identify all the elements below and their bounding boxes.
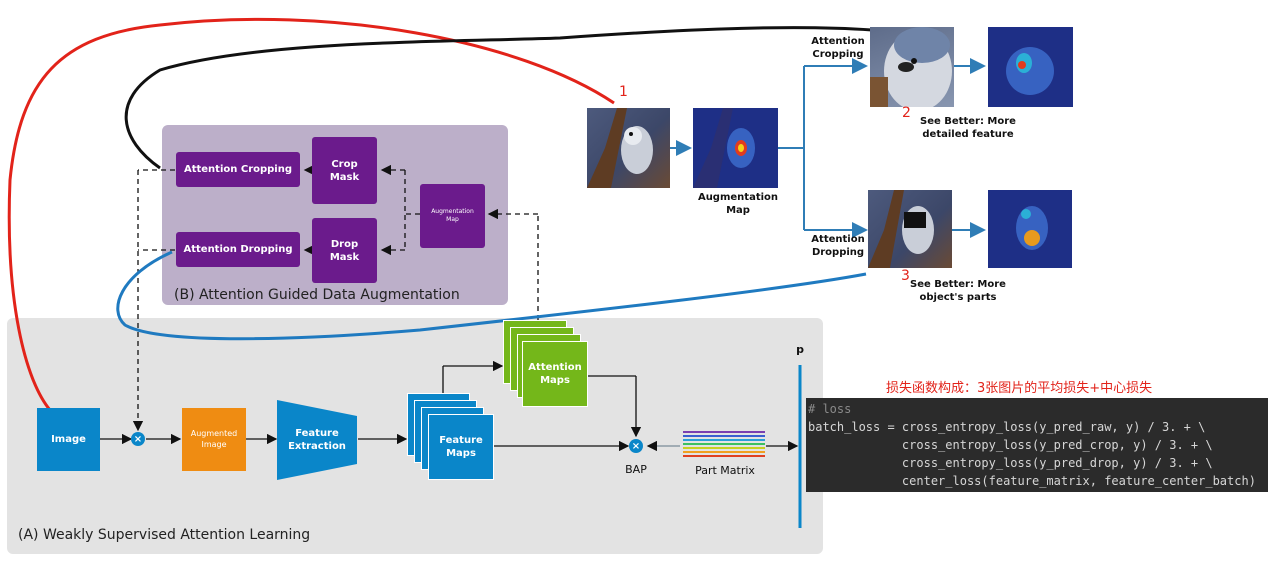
part-matrix-stripe <box>683 451 765 453</box>
bird-photo-1 <box>587 108 670 188</box>
augmentation-map-box: Augmentation Map <box>420 184 485 248</box>
code-line: cross_entropy_loss(y_pred_drop, y) / 3. … <box>808 456 1213 470</box>
see-better-detailed-label: See Better: More detailed feature <box>920 116 1016 140</box>
code-line: # loss <box>808 402 852 416</box>
attention-dropping-box: Attention Dropping <box>176 232 300 267</box>
marker-3: 3 <box>901 268 910 284</box>
attention-dropping-label: Attention Dropping <box>811 234 865 258</box>
p-label: p <box>796 343 804 356</box>
image-box: Image <box>37 408 100 471</box>
augmented-image-box: Augmented Image <box>182 408 246 471</box>
feature-maps-box: Feature Maps <box>428 414 494 480</box>
feature-extraction-shape <box>277 400 357 480</box>
part-matrix <box>683 431 765 461</box>
code-line: cross_entropy_loss(y_pred_crop, y) / 3. … <box>808 438 1213 452</box>
part-matrix-stripe <box>683 439 765 441</box>
attention-cropping-box: Attention Cropping <box>176 152 300 187</box>
code-line: batch_loss = cross_entropy_loss(y_pred_r… <box>808 420 1206 434</box>
multiply-node: × <box>131 432 145 446</box>
dropped-bird-photo <box>868 190 952 268</box>
augmentation-map-label: Augmentation Map <box>697 192 779 216</box>
part-matrix-stripe <box>683 435 765 437</box>
part-matrix-stripe <box>683 447 765 449</box>
part-matrix-stripe <box>683 443 765 445</box>
dropped-heatmap-photo <box>988 190 1072 268</box>
part-matrix-stripe <box>683 455 765 457</box>
panel-b-title: (B) Attention Guided Data Augmentation <box>174 287 460 303</box>
bap-label: BAP <box>625 463 647 476</box>
part-matrix-stripe <box>683 431 765 433</box>
augmentation-map-photo <box>693 108 778 188</box>
loss-annotation-title: 损失函数构成：3张图片的平均损失+中心损失 <box>886 381 1153 396</box>
cropped-bird-photo <box>870 27 954 107</box>
cropped-heatmap-photo <box>988 27 1073 107</box>
feature-extraction-label: Feature Extraction <box>288 428 346 452</box>
attention-cropping-label: Attention Cropping <box>811 36 865 60</box>
loss-code-block: # loss batch_loss = cross_entropy_loss(y… <box>806 398 1268 492</box>
crop-mask-box: Crop Mask <box>312 137 377 204</box>
marker-2: 2 <box>902 105 911 121</box>
part-matrix-label: Part Matrix <box>695 464 755 477</box>
marker-1: 1 <box>619 84 628 100</box>
attention-maps-box: Attention Maps <box>522 341 588 407</box>
see-better-parts-label: See Better: More object's parts <box>910 279 1006 303</box>
panel-a-title: (A) Weakly Supervised Attention Learning <box>18 527 311 543</box>
drop-mask-box: Drop Mask <box>312 218 377 283</box>
code-line: center_loss(feature_matrix, feature_cent… <box>808 474 1256 488</box>
bap-node: × <box>629 439 643 453</box>
